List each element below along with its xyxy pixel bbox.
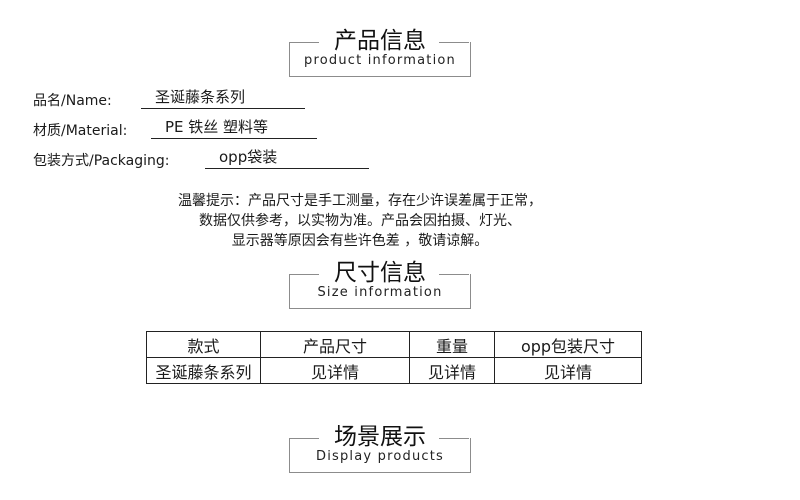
notice-text: 温馨提示：产品尺寸是手工测量，存在少许误差属于正常， 数据仅供参考，以实物为准。… [100,191,620,251]
heading-title-cn: 产品信息 [334,28,426,54]
notice-line: 数据仅供参考，以实物为准。产品会因拍摄、灯光、 [199,213,521,229]
table-cell: 见详情 [494,357,642,384]
heading-frame [289,42,471,77]
table-header-cell: opp包装尺寸 [494,331,642,358]
table-cell: 见详情 [260,357,410,384]
heading-title-en: Size information [317,285,443,300]
heading-title-cn: 尺寸信息 [334,260,426,286]
info-label-name: 品名/Name: [33,93,112,109]
table-cell: 圣诞藤条系列 [146,357,261,384]
heading-title-cn: 场景展示 [334,424,426,450]
info-label-packaging: 包装方式/Packaging: [33,153,170,169]
notice-line: 显示器等原因会有些许色差 ，敬请谅解。 [231,233,489,249]
info-value-packaging: opp袋装 [205,146,369,169]
heading-frame-tick-left [289,438,319,439]
heading-frame-tick-right [439,438,469,439]
notice-line: 温馨提示：产品尺寸是手工测量，存在少许误差属于正常， [178,193,542,209]
heading-frame [289,438,471,473]
table-header-cell: 重量 [409,331,495,358]
info-value-name: 圣诞藤条系列 [141,86,305,109]
table-header-cell: 产品尺寸 [260,331,410,358]
table-cell: 见详情 [409,357,495,384]
section-heading-product: 产品信息 product information [289,28,471,78]
heading-frame-tick-right [439,274,469,275]
heading-frame [289,274,471,309]
heading-frame-tick-left [289,42,319,43]
info-label-material: 材质/Material: [33,123,128,139]
heading-frame-tick-left [289,274,319,275]
info-value-material: PE 铁丝 塑料等 [151,116,317,139]
heading-title-en: Display products [315,449,445,464]
size-table: 款式 产品尺寸 重量 opp包装尺寸 圣诞藤条系列 见详情 见详情 见详情 [146,331,642,384]
heading-title-en: product information [304,53,456,68]
table-header-cell: 款式 [146,331,261,358]
table-row: 圣诞藤条系列 见详情 见详情 见详情 [146,357,642,384]
table-header-row: 款式 产品尺寸 重量 opp包装尺寸 [146,331,642,358]
section-heading-display: 场景展示 Display products [289,424,471,474]
heading-frame-tick-right [439,42,469,43]
section-heading-size: 尺寸信息 Size information [289,260,471,310]
